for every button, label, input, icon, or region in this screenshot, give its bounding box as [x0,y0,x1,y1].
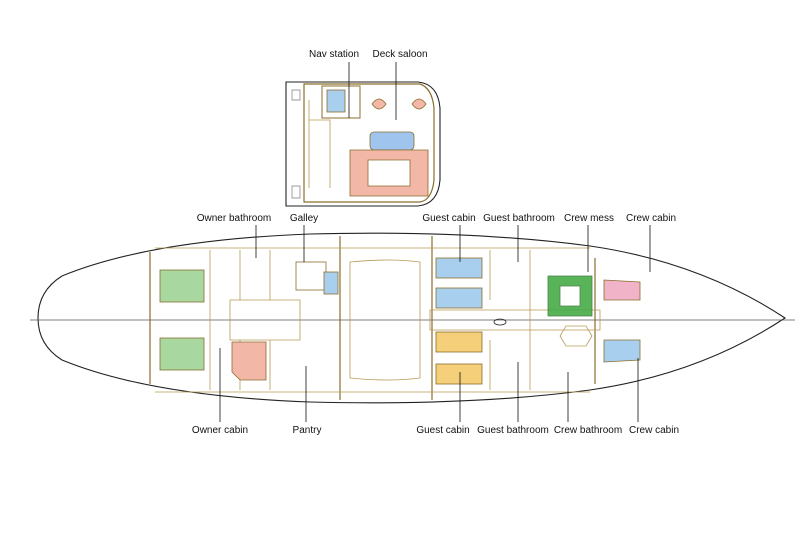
label-guest-bathroom-top: Guest bathroom [483,213,555,224]
label-galley: Galley [290,213,318,224]
saloon-table [369,131,415,151]
room-labels: Nav station Deck saloon Owner bathroom G… [192,49,679,436]
deck-saloon-plan [285,81,441,207]
label-owner-cabin: Owner cabin [192,425,248,436]
owner-bed-top [159,269,205,303]
leader-lines [219,62,651,422]
guest-bed-1 [435,257,483,279]
label-deck-saloon: Deck saloon [372,49,427,60]
crew-bed-bottom [603,339,641,363]
nav-station-desk [321,85,361,119]
upper-deck-outline [285,81,441,207]
label-guest-cabin-bottom: Guest cabin [416,425,469,436]
guest-bathroom-basin [493,318,507,326]
label-guest-cabin-top: Guest cabin [422,213,475,224]
hull-outline [37,232,787,404]
label-crew-bathroom: Crew bathroom [554,425,622,436]
label-guest-bathroom-bottom: Guest bathroom [477,425,549,436]
label-pantry: Pantry [293,425,322,436]
guest-bed-4 [435,363,483,385]
label-crew-cabin-top: Crew cabin [626,213,676,224]
nav-station-seat [326,89,346,113]
galley-sink [323,271,339,295]
crew-bed-top [603,279,641,301]
guest-bed-3 [435,331,483,353]
label-crew-cabin-bottom: Crew cabin [629,425,679,436]
saloon-chair-right [411,98,427,110]
crew-mess-seating [547,275,593,317]
label-nav-station: Nav station [309,49,359,60]
owner-bath [231,341,267,381]
label-crew-mess: Crew mess [564,213,614,224]
owner-bed-bottom [159,337,205,371]
deck-saloon-walls [303,83,435,203]
main-deck-plan [30,232,795,404]
guest-bed-2 [435,287,483,309]
saloon-sofa [349,149,429,197]
label-owner-bathroom: Owner bathroom [197,213,271,224]
galley-counter [295,261,327,291]
saloon-chair-left [371,98,387,110]
